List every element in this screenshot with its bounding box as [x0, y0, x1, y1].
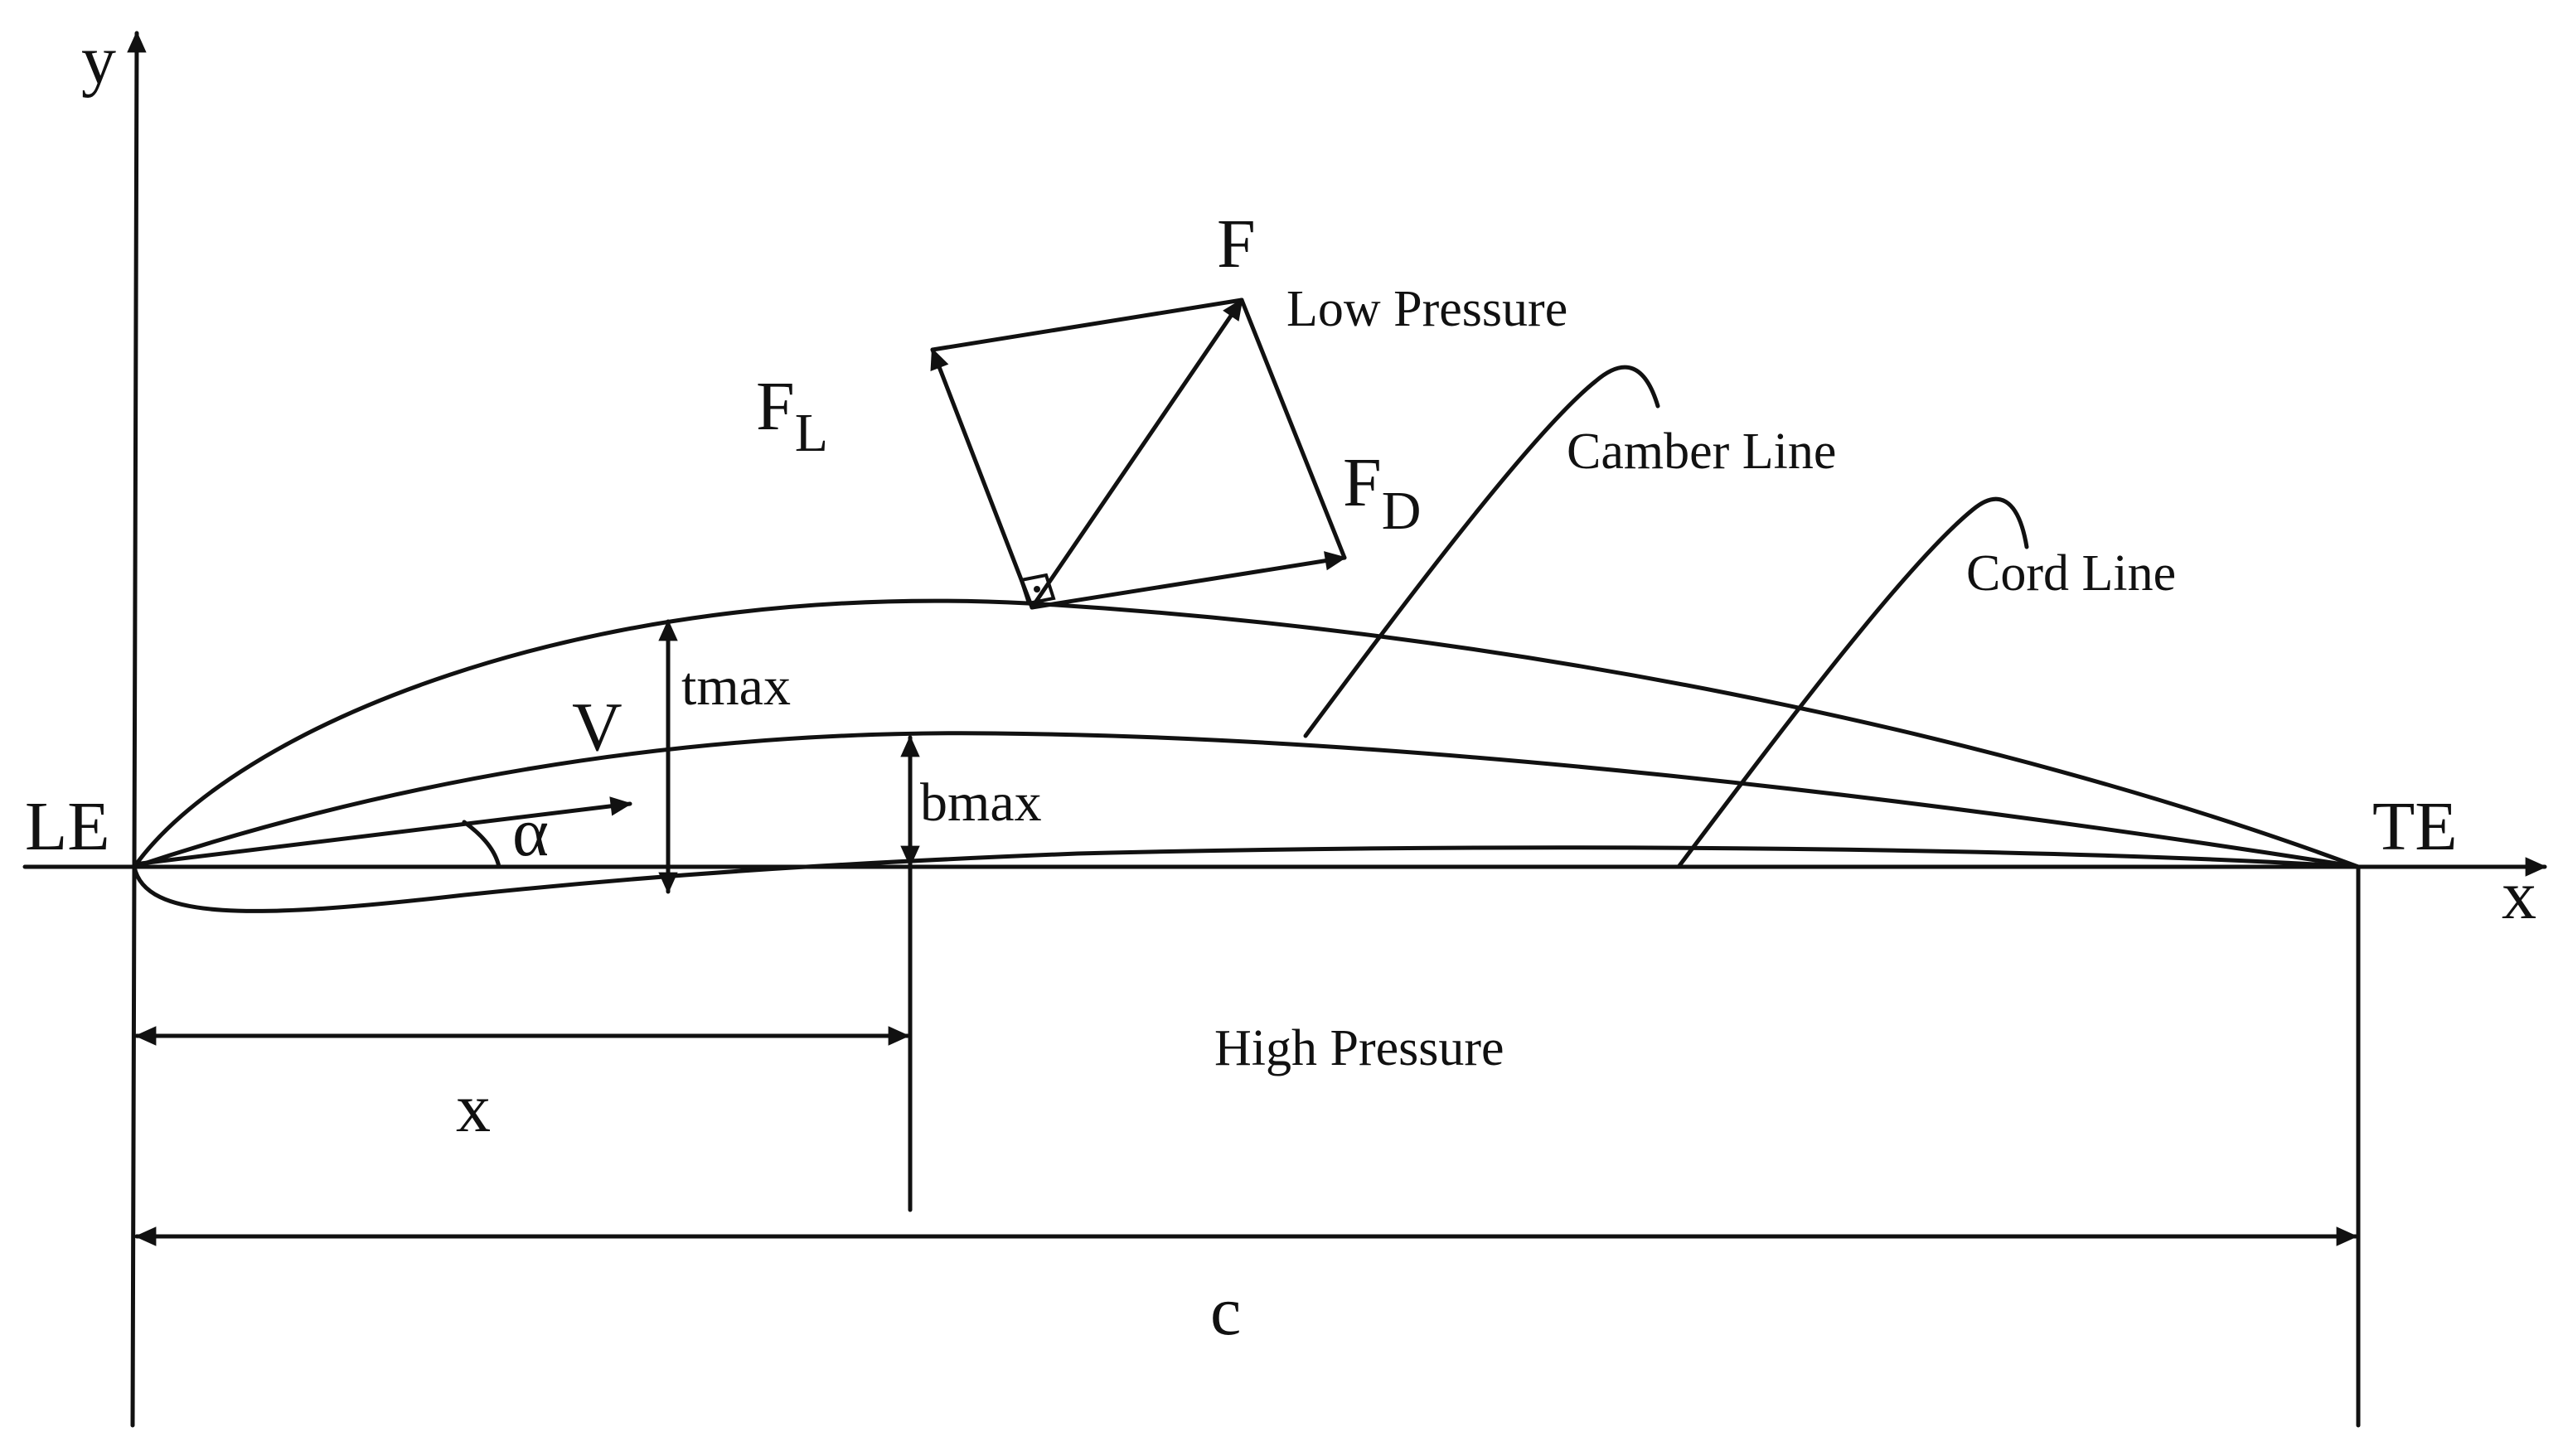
- y-axis-label: y: [81, 22, 116, 99]
- force-label: F: [1217, 206, 1256, 283]
- drag-vector: [1030, 551, 1347, 610]
- low-pressure-label: Low Pressure: [1286, 281, 1567, 337]
- chord-line-leader: [1676, 496, 2029, 869]
- lift-vector: [930, 347, 1034, 610]
- lift-label-base: F: [756, 368, 795, 445]
- le-label: LE: [25, 788, 110, 865]
- velocity-label: V: [572, 689, 623, 766]
- airfoil-upper-surface: [132, 598, 2361, 869]
- parallelogram-top: [930, 297, 1244, 352]
- angle-of-attack-label: α: [512, 794, 549, 871]
- te-label: TE: [2372, 788, 2458, 865]
- right-angle-marker: [1019, 573, 1056, 606]
- x-dimension-label: x: [456, 1070, 491, 1147]
- parallelogram-right: [1239, 297, 1347, 560]
- velocity-arrow: [138, 796, 632, 866]
- lift-label-sub: L: [795, 403, 828, 463]
- high-pressure-label: High Pressure: [1214, 1020, 1504, 1076]
- right-angle-dot: [1034, 586, 1040, 593]
- resultant-force-vector: [1030, 297, 1244, 610]
- y-axis: [127, 31, 147, 1428]
- camber-line: [132, 731, 2361, 869]
- x-axis-label: x: [2502, 857, 2536, 934]
- lift-label: FL: [756, 368, 828, 463]
- chord-length-label: c: [1210, 1273, 1241, 1350]
- drag-label: FD: [1343, 444, 1421, 541]
- bmax-label: bmax: [920, 772, 1042, 833]
- angle-of-attack-arc: [462, 820, 501, 869]
- airfoil-lower-surface: [132, 845, 2361, 913]
- drag-label-sub: D: [1382, 481, 1422, 541]
- camber-line-label: Camber Line: [1567, 423, 1836, 480]
- chord-line-label: Cord Line: [1966, 545, 2176, 602]
- drag-label-base: F: [1343, 444, 1382, 521]
- camber-line-leader: [1303, 365, 1660, 738]
- tmax-label: tmax: [681, 656, 791, 717]
